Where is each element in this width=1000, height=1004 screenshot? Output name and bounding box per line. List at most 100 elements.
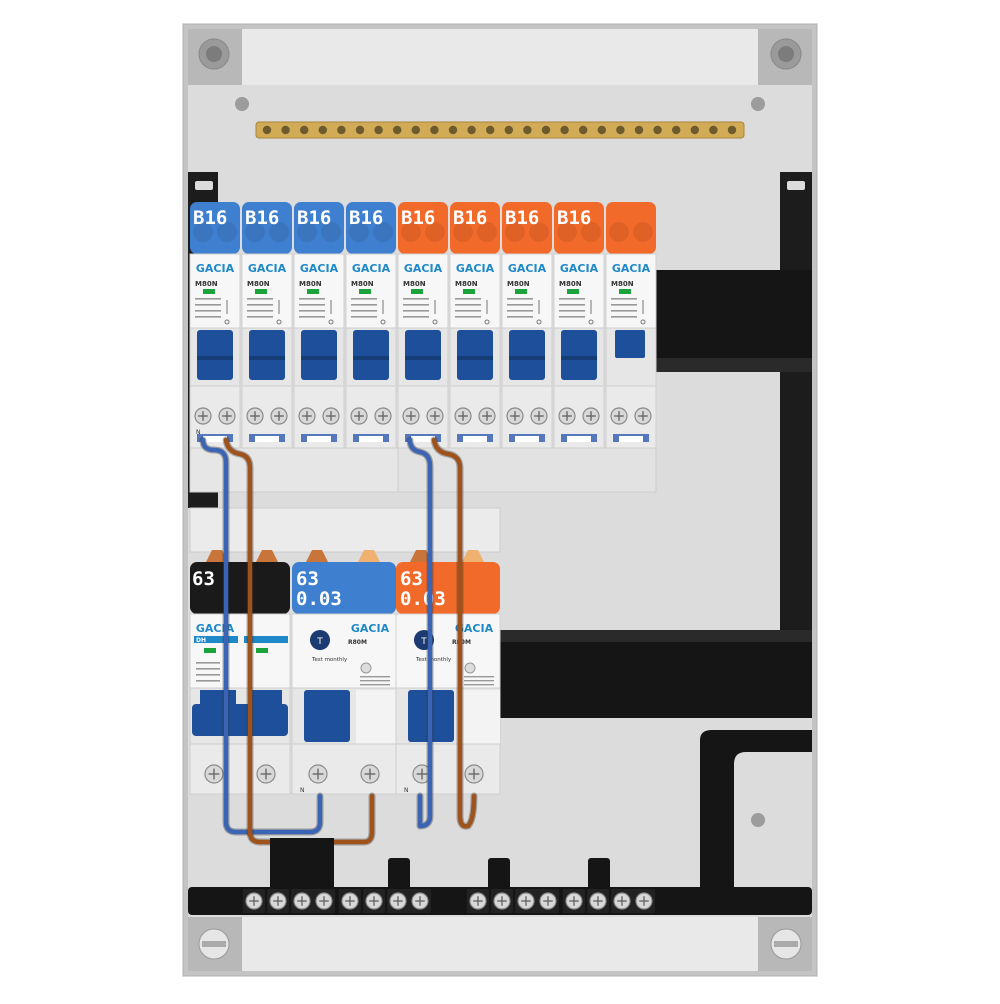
spec-line — [455, 298, 481, 300]
cap-screw-cover — [453, 222, 473, 242]
rcd-sensitivity-label: 0.03 — [400, 588, 446, 610]
breaker-rating-label: B16 — [349, 207, 383, 229]
earth-bar-hole — [300, 125, 309, 135]
terminal-screw — [389, 892, 407, 910]
test-button-glyph: T — [420, 637, 427, 647]
terminal-screw — [464, 764, 484, 784]
spec-line — [195, 316, 221, 318]
top-cover — [242, 29, 758, 85]
breaker-model-label: M80N — [247, 280, 270, 288]
earth-bar-hole — [281, 125, 290, 135]
breaker-toggle-handle — [301, 330, 337, 380]
status-window — [307, 289, 319, 294]
handle-ridge — [405, 356, 441, 360]
isolator-rating-label: 63 — [192, 568, 215, 590]
terminal-screw — [194, 407, 212, 425]
breaker-brand-label: GACIA — [352, 262, 391, 275]
breaker-brand-label: GACIA — [612, 262, 651, 275]
handle-ridge — [457, 356, 493, 360]
terminal-screw — [613, 892, 631, 910]
cap-screw-cover — [349, 222, 369, 242]
terminal-screw — [411, 892, 429, 910]
terminal-screw — [402, 407, 420, 425]
spec-line — [403, 310, 429, 312]
terminal-screw — [610, 407, 628, 425]
spec-line — [611, 316, 637, 318]
breaker-cap — [450, 202, 500, 254]
spec-circle — [224, 319, 230, 325]
terminal-screw — [493, 892, 511, 910]
corner-mount-bottom-right — [758, 917, 812, 971]
earth-bar-hole — [616, 125, 625, 135]
earth-bar-hole — [634, 125, 644, 135]
terminal-screw — [256, 764, 276, 784]
cap-screw-cover — [609, 222, 629, 242]
terminal-screw — [635, 892, 653, 910]
spec-line — [464, 680, 494, 682]
earth-bar-hole — [448, 125, 458, 135]
handle-ridge — [561, 356, 597, 360]
status-window — [204, 648, 216, 653]
mount-hole — [235, 97, 249, 111]
spec-line — [247, 316, 273, 318]
spec-line — [403, 316, 429, 318]
cap-screw-cover — [297, 222, 317, 242]
cap-screw-cover — [321, 222, 341, 242]
terminal-blocks — [243, 889, 655, 913]
breaker-brand-label: GACIA — [300, 262, 339, 275]
comb-cover — [189, 507, 501, 553]
spec-line — [299, 310, 325, 312]
breaker-toggle-handle — [561, 330, 597, 380]
mount-hole — [751, 813, 765, 827]
breaker-cap — [242, 202, 292, 254]
earth-bar-hole — [393, 125, 402, 135]
earth-bar-hole — [709, 125, 718, 135]
terminal-screw — [204, 764, 224, 784]
earth-bar-hole — [355, 125, 365, 135]
terminal-screw — [530, 407, 548, 425]
spec-line — [195, 310, 221, 312]
test-button-icon — [310, 630, 330, 650]
terminal-screw — [298, 407, 316, 425]
spec-line — [360, 684, 390, 686]
breaker-rating-label: B16 — [401, 207, 435, 229]
spec-line — [351, 316, 377, 318]
busbar-pin — [206, 550, 228, 562]
comb-busbar-slot — [515, 436, 539, 442]
breaker-brand-label: GACIA — [404, 262, 443, 275]
breaker-brand-label: GACIA — [508, 262, 547, 275]
spec-line — [559, 316, 585, 318]
breaker-brand-label: GACIA — [560, 262, 599, 275]
spec-line — [351, 298, 377, 300]
busbar-pin — [410, 550, 432, 562]
spec-line — [464, 676, 494, 678]
cap-screw-cover — [245, 222, 265, 242]
busbar-pin — [256, 550, 278, 562]
cap-screw-cover — [633, 222, 653, 242]
rcd-model-label: R80M — [348, 639, 367, 646]
terminal-screw — [350, 407, 368, 425]
comb-busbar-slot — [411, 436, 435, 442]
live-wire — [223, 437, 375, 845]
earth-bar-hole — [486, 125, 495, 135]
spec-line — [559, 304, 585, 306]
neutral-label: N — [300, 787, 305, 794]
terminal-screw — [245, 892, 263, 910]
terminal-screw — [218, 407, 236, 425]
terminal-section — [395, 743, 501, 795]
breaker-toggle-handle — [405, 330, 441, 380]
neutral-wire — [200, 437, 323, 835]
rcd-label-panel — [395, 613, 501, 689]
breaker-rating-label: B16 — [297, 207, 331, 229]
mount-hole — [751, 97, 765, 111]
terminal-screw — [582, 407, 600, 425]
earth-bar-hole — [337, 125, 346, 135]
terminal-screw — [454, 407, 472, 425]
terminal-screw — [270, 407, 288, 425]
spec-circle — [432, 319, 438, 325]
